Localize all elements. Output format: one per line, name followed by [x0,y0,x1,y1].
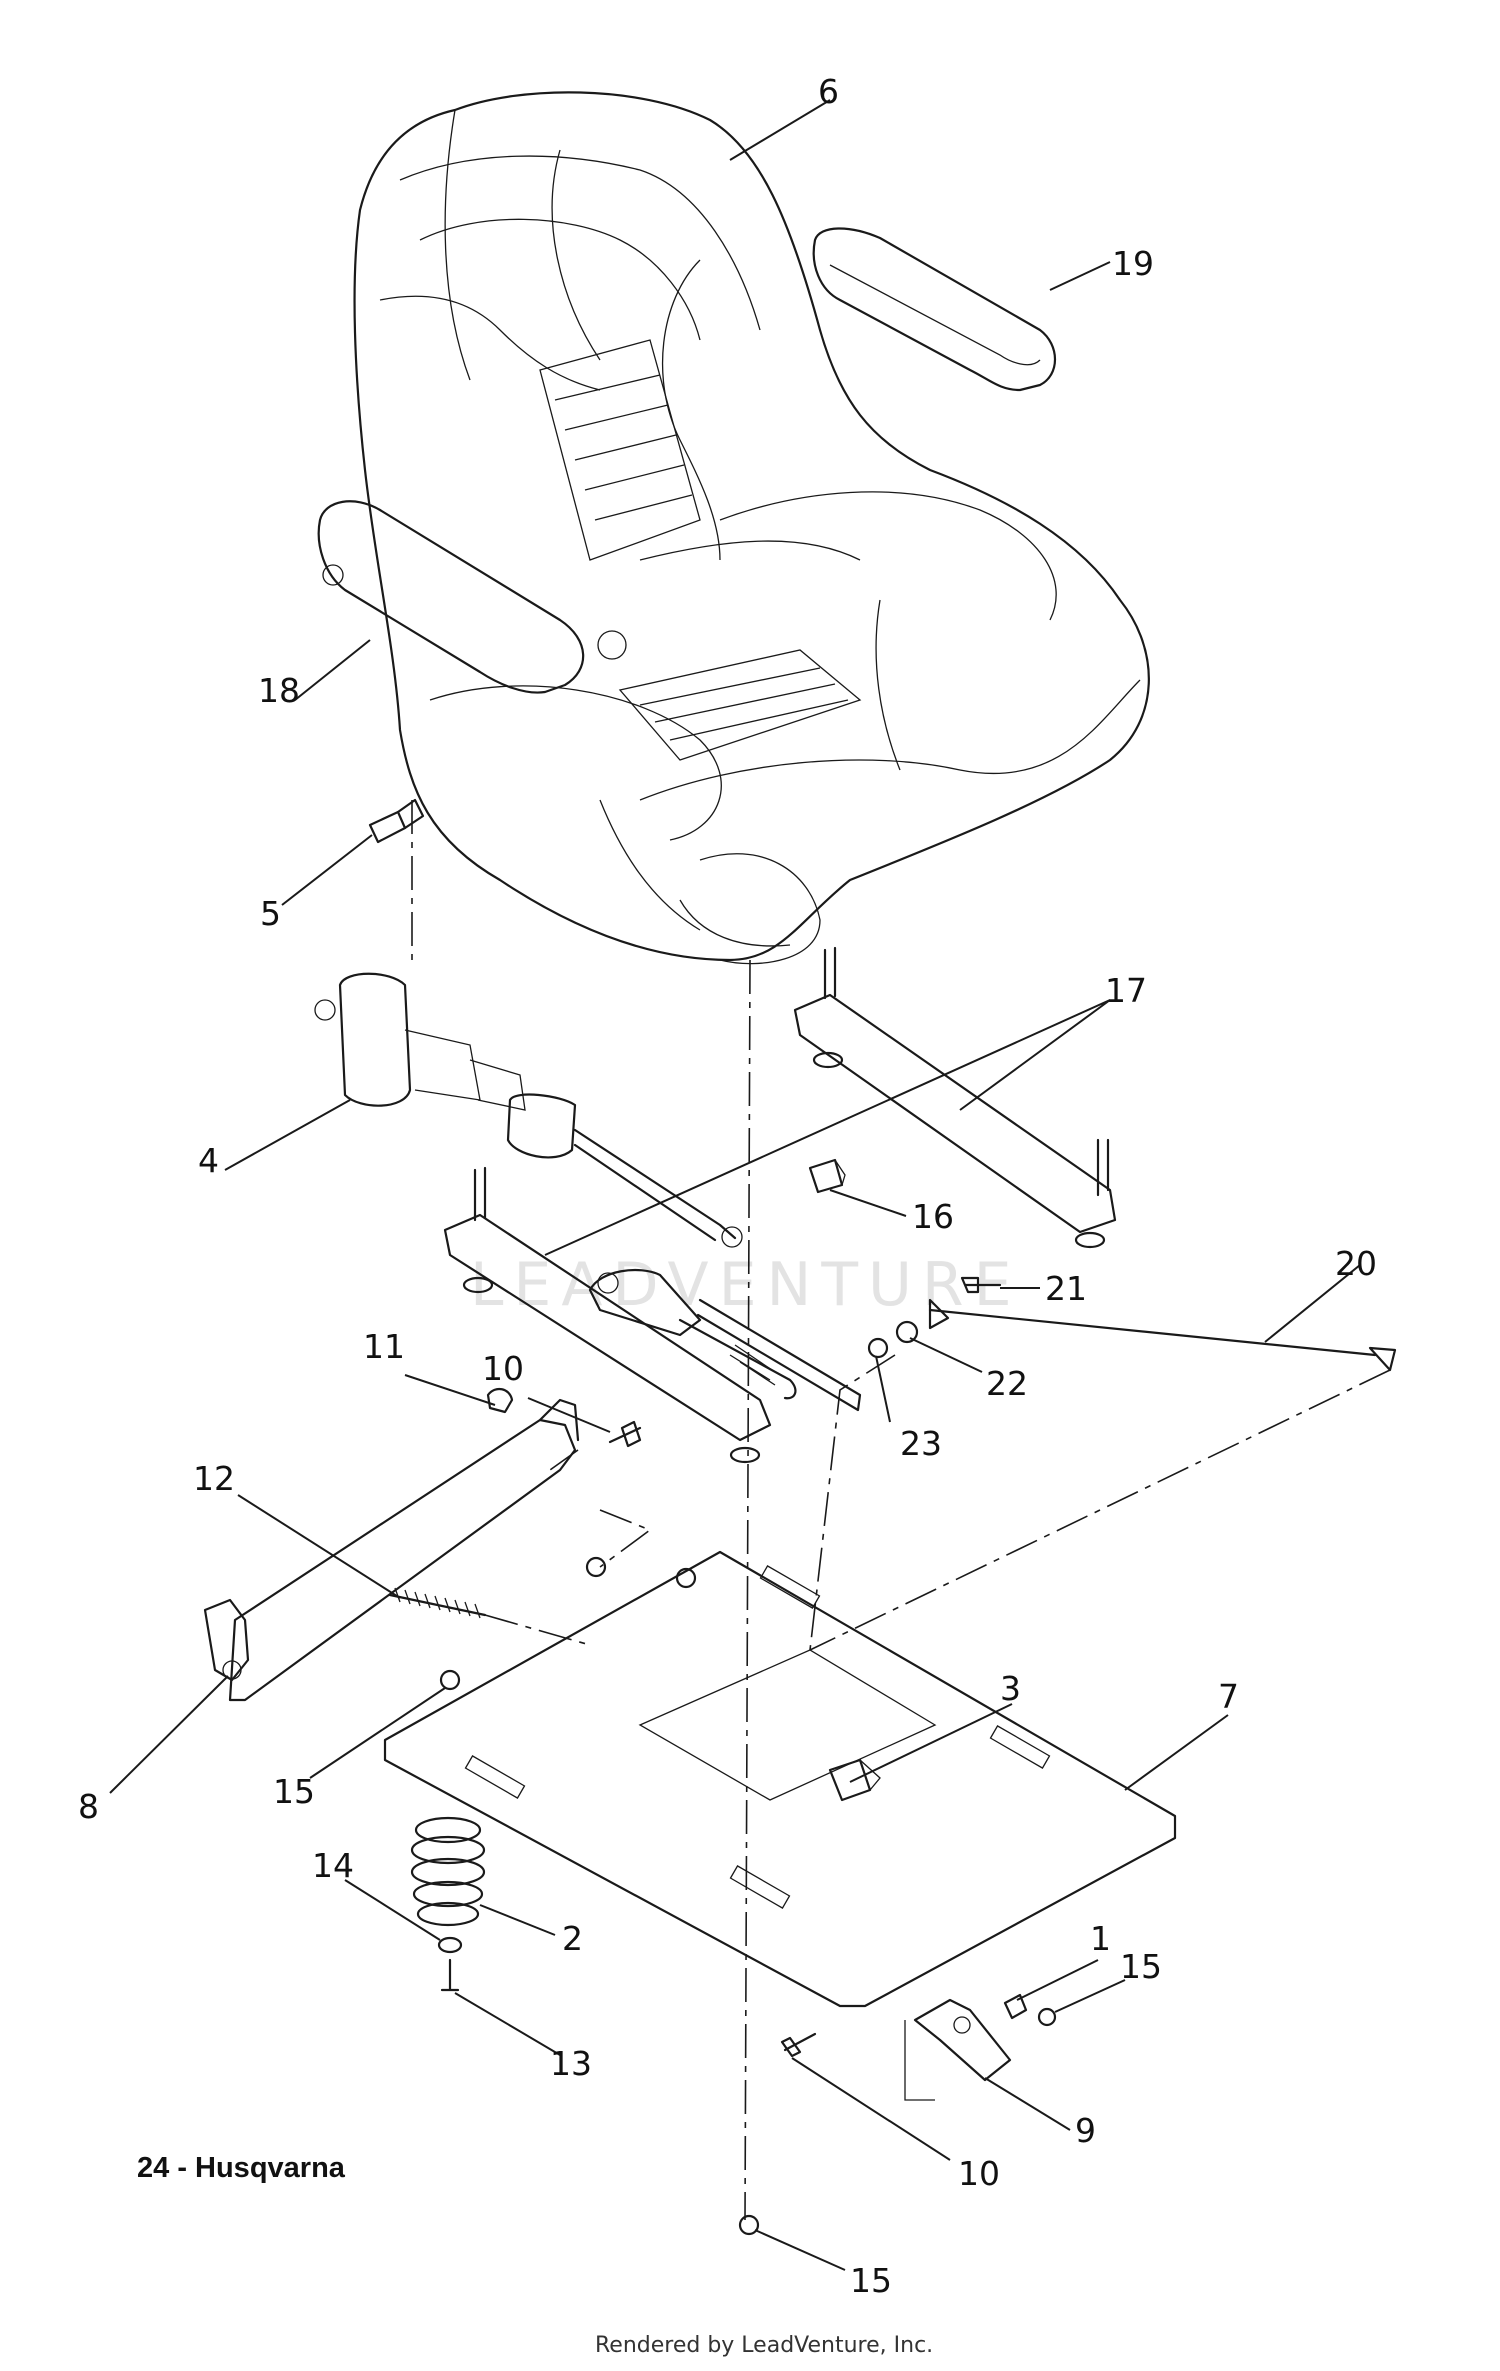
callout-15-left: 15 [273,1772,315,1811]
bolt-21-part[interactable] [960,1276,1002,1294]
footer-credit: Rendered by LeadVenture, Inc. [595,2333,933,2358]
spring-12-part[interactable] [388,1587,487,1619]
callout-6: 6 [818,72,839,111]
callout-4: 4 [198,1141,219,1180]
part-5-connector[interactable] [368,798,425,844]
callout-13: 13 [550,2044,592,2083]
cap-11-part[interactable] [486,1387,514,1414]
callout-3: 3 [1000,1669,1021,1708]
callout-11: 11 [363,1327,405,1366]
seat-rail-left-part[interactable] [443,1166,862,1464]
callout-10-upper: 10 [482,1349,524,1388]
callout-20: 20 [1335,1244,1377,1283]
callout-9: 9 [1075,2111,1096,2150]
callout-5: 5 [260,894,281,933]
right-armrest-part[interactable] [812,227,1056,392]
bracket-8-part[interactable] [203,1398,580,1702]
callout-12: 12 [193,1459,235,1498]
nut-15-left-part[interactable] [439,1669,461,1691]
callout-2: 2 [562,1919,583,1958]
nut-23-part[interactable] [867,1337,889,1359]
nut-15-bottom-part[interactable] [738,2214,760,2236]
seat-switch-part[interactable] [808,1158,846,1194]
callout-18: 18 [258,671,300,710]
latch-3-part[interactable] [828,1758,881,1802]
watermark-text: LEADVENTURE [470,1250,1022,1320]
callout-15-right: 15 [1120,1947,1162,1986]
callout-23: 23 [900,1424,942,1463]
nut-upper-center-part[interactable] [675,1567,697,1589]
bolt-1-part[interactable] [1003,1993,1028,2020]
diagram-title: 24 - Husqvarna [137,2152,346,2184]
callout-21: 21 [1045,1269,1087,1308]
cable-20-part[interactable] [928,1298,1397,1372]
callout-8: 8 [78,1787,99,1826]
nut-upper-left-part[interactable] [585,1556,607,1578]
callout-10-lower: 10 [958,2154,1000,2193]
bracket-9-part[interactable] [913,1998,1012,2082]
left-armrest-part[interactable] [317,500,627,694]
callout-1: 1 [1090,1919,1111,1958]
bolt-10-upper-part[interactable] [608,1420,642,1448]
callout-14: 14 [312,1846,354,1885]
base-plate-7-part[interactable] [383,1550,1177,2008]
callout-16: 16 [912,1197,954,1236]
bolt-10-lower-part[interactable] [780,2032,817,2058]
callout-15-bottom: 15 [850,2261,892,2300]
washer-22-part[interactable] [895,1320,919,1344]
assembly-lines [411,800,1391,2221]
bolt-13-part[interactable] [440,1958,460,1992]
callout-22: 22 [986,1364,1028,1403]
leader-lines [109,99,1361,2271]
washer-14-part[interactable] [437,1936,463,1954]
seat-part[interactable] [353,91,1150,965]
callout-19: 19 [1112,244,1154,283]
seat-belt-part[interactable] [314,972,743,1248]
callout-7: 7 [1218,1677,1239,1716]
seat-rail-right-part[interactable] [793,946,1117,1249]
callout-labels: 6 19 18 5 17 4 16 21 20 22 23 11 10 12 3… [78,72,1377,2300]
nut-15-right-part[interactable] [1037,2007,1057,2027]
callout-17: 17 [1105,971,1147,1010]
spring-2-part[interactable] [410,1816,486,1927]
